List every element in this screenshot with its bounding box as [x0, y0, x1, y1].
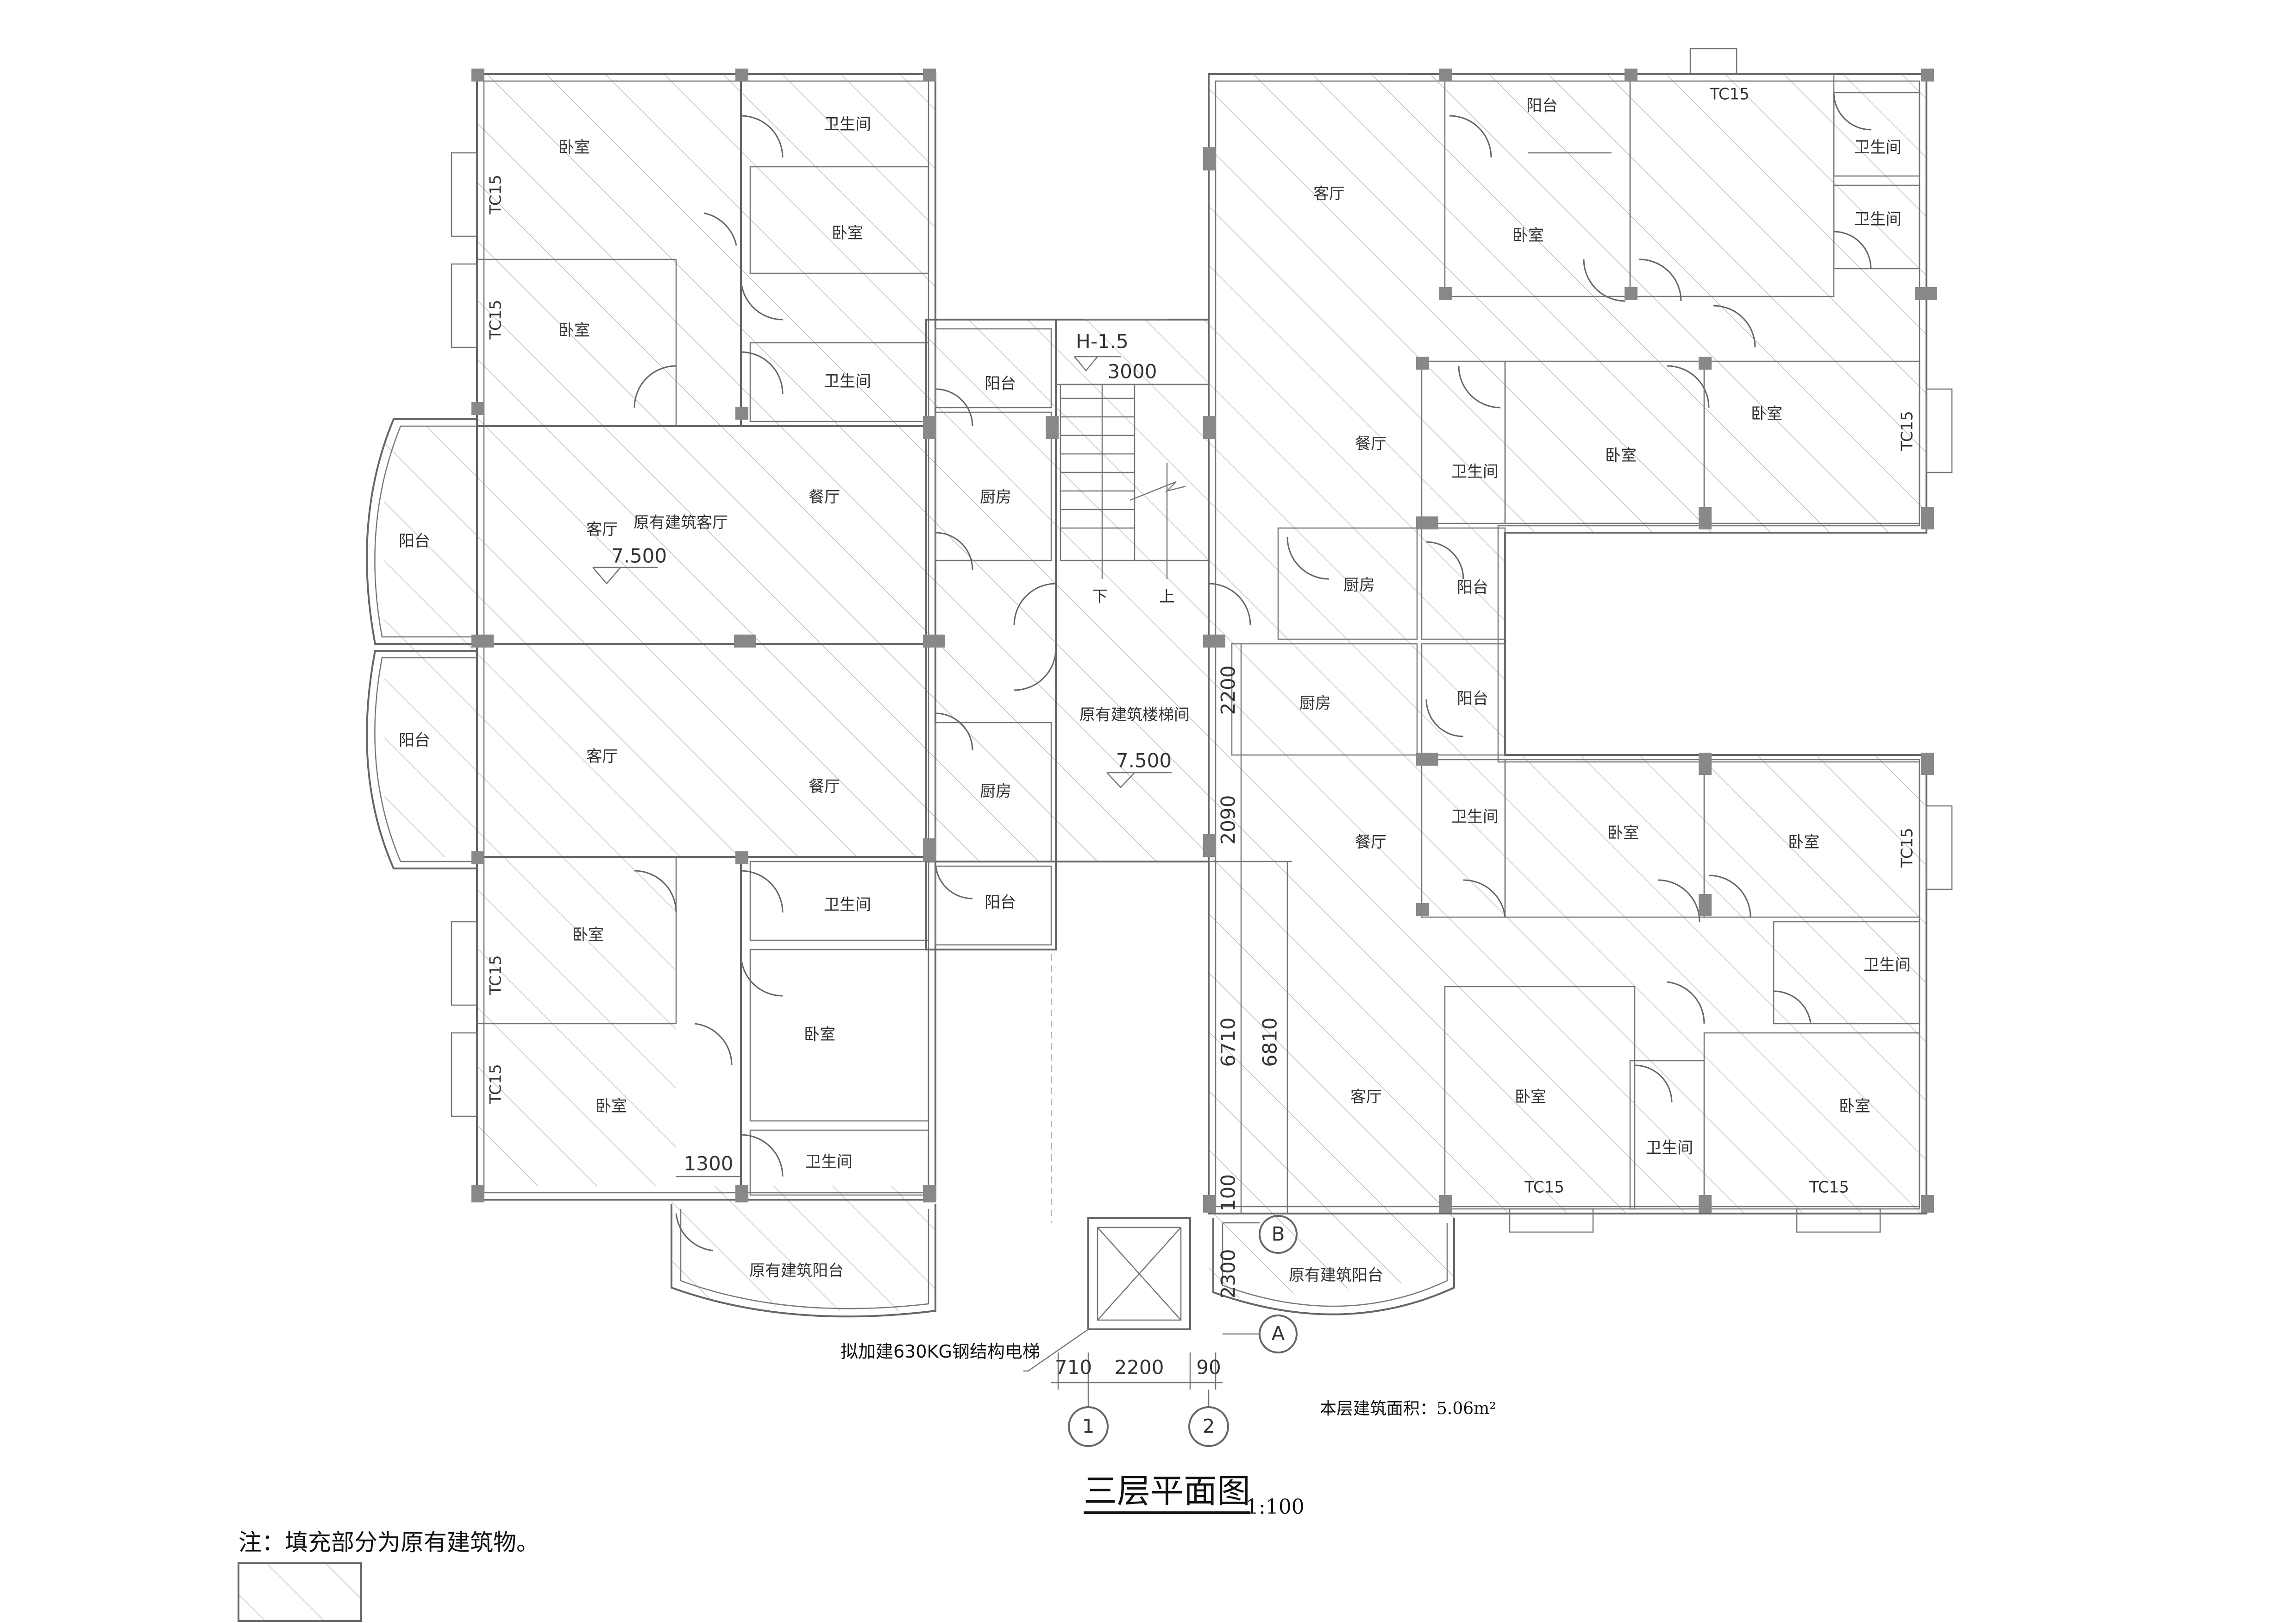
door-swings: [634, 92, 1872, 1252]
room-label: 卫生间: [1451, 808, 1499, 826]
room-label: 原有建筑客厅: [634, 514, 728, 532]
room-label: 卧室: [1839, 1097, 1870, 1116]
columns: [471, 69, 1937, 1213]
window-label: TC15: [1709, 85, 1750, 104]
axis-bubble-1: [1068, 1406, 1109, 1447]
room-label: 卧室: [572, 926, 604, 944]
room-label: 阳台: [1526, 97, 1558, 115]
axis-bubble-b: [1259, 1215, 1298, 1254]
room-label: 卫生间: [1863, 956, 1911, 975]
stair-up-label: 上: [1159, 588, 1175, 606]
room-label: 客厅: [1350, 1088, 1382, 1107]
room-label: 卫生间: [1854, 210, 1901, 229]
room-label: 阳台: [1457, 690, 1488, 708]
drawing-scale: 1:100: [1246, 1495, 1305, 1519]
axis-label: 1: [1082, 1415, 1095, 1438]
room-label: 卧室: [558, 321, 590, 340]
window-label: TC15: [487, 300, 505, 340]
legend-note: 注：填充部分为原有建筑物。: [238, 1529, 539, 1556]
room-label: 卧室: [1515, 1088, 1546, 1107]
window-label: TC15: [487, 955, 505, 995]
room-label: 阳台: [399, 731, 430, 750]
room-label: 餐厅: [1355, 833, 1386, 852]
stair-down-label: 下: [1092, 588, 1108, 606]
room-label: 卧室: [1605, 447, 1637, 465]
room-label: 原有建筑阳台: [1289, 1266, 1383, 1285]
room-label: 客厅: [586, 521, 618, 539]
elevator-note: 拟加建630KG钢结构电梯: [841, 1341, 1040, 1362]
room-label: 客厅: [1313, 185, 1345, 203]
room-label: 餐厅: [809, 778, 840, 796]
room-label: 卧室: [1607, 824, 1639, 843]
area-note: 本层建筑面积：5.06m²: [1320, 1399, 1496, 1418]
room-label: 厨房: [1299, 694, 1331, 713]
existing-building-hatch: [384, 74, 1926, 1311]
level-marks: 7.500 7.500 H-1.5: [592, 330, 1172, 788]
dimension-text: 2200: [1217, 666, 1240, 715]
room-label: 卧室: [596, 1097, 627, 1116]
room-label: 卧室: [1788, 833, 1819, 852]
room-label: 客厅: [586, 748, 618, 766]
room-label: 卧室: [832, 224, 863, 243]
drawing-title: 三层平面图: [1084, 1472, 1251, 1515]
room-label: 阳台: [985, 375, 1016, 393]
vertical-window-labels: TC15 TC15 TC15 TC15 TC15 TC15: [487, 175, 1917, 1104]
room-label: 厨房: [1343, 576, 1375, 595]
room-label: 原有建筑楼梯间: [1079, 706, 1190, 724]
room-label: 卫生间: [824, 115, 871, 134]
axis-markers: 1 2 B A: [1068, 1215, 1298, 1447]
dimension-text: 710: [1055, 1356, 1092, 1379]
window-label: TC15: [1809, 1178, 1849, 1197]
window-label: TC15: [487, 175, 505, 215]
axis-label: A: [1272, 1322, 1285, 1345]
dimension-text: 2300: [1217, 1249, 1240, 1299]
room-label: 厨房: [980, 782, 1011, 801]
axis-label: 2: [1203, 1415, 1215, 1438]
room-label: 卧室: [1512, 226, 1544, 245]
dimension-text: 2090: [1217, 795, 1240, 845]
window-label: TC15: [1898, 411, 1917, 451]
dimension-text: 2200: [1115, 1356, 1164, 1379]
window-label: TC15: [1524, 1178, 1564, 1197]
room-label: 卧室: [1751, 405, 1782, 423]
room-label: 厨房: [980, 488, 1011, 507]
room-label: 卫生间: [1646, 1139, 1693, 1157]
window-label: TC15: [1898, 828, 1917, 868]
room-label: 卧室: [804, 1025, 835, 1044]
room-label: 餐厅: [809, 488, 840, 507]
axis-bubble-a: [1259, 1315, 1298, 1353]
dimension-text: 6710: [1217, 1018, 1240, 1067]
room-label: 卫生间: [1451, 463, 1499, 481]
room-label: 卫生间: [824, 896, 871, 914]
room-label: 阳台: [1457, 579, 1488, 597]
level-mark: 7.500: [611, 545, 667, 567]
room-label: 阳台: [985, 893, 1016, 912]
dimensions: 3000 2200 2090 6710 6810 100 2300 1300 7…: [676, 360, 1281, 1390]
dimension-text: 100: [1217, 1174, 1240, 1211]
axis-label: B: [1272, 1223, 1285, 1246]
room-labels: 卧室 卫生间 卧室 卧室 卫生间 客厅 原有建筑客厅 餐厅 阳台 阳台 客厅 餐…: [399, 85, 1911, 1285]
room-label: 卫生间: [824, 372, 871, 391]
room-label: 卫生间: [805, 1153, 853, 1171]
room-label: 卧室: [558, 138, 590, 157]
room-label: 卫生间: [1854, 138, 1901, 157]
dimension-text: 3000: [1108, 360, 1157, 383]
axis-bubble-2: [1188, 1406, 1229, 1447]
level-mark: 7.500: [1116, 749, 1172, 772]
stair-treads: [1060, 384, 1186, 579]
room-label: 阳台: [399, 532, 430, 551]
room-label: 餐厅: [1355, 435, 1386, 453]
window-bays: [451, 48, 1953, 1233]
dimension-text: 6810: [1259, 1018, 1281, 1067]
room-label: 原有建筑阳台: [749, 1262, 844, 1280]
dimension-text: 90: [1196, 1356, 1221, 1379]
window-label: TC15: [487, 1064, 505, 1104]
legend-hatch-swatch: [238, 1562, 362, 1622]
dimension-text: 1300: [684, 1152, 734, 1175]
stair-mark: H-1.5: [1076, 330, 1129, 353]
